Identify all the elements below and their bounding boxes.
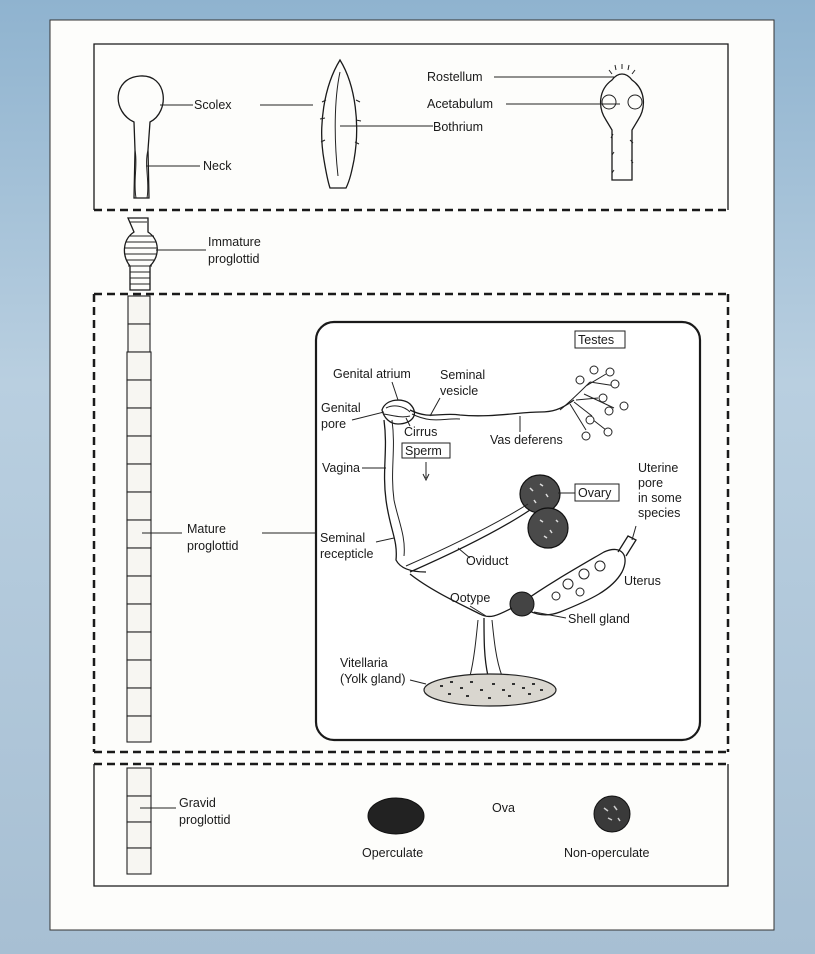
operculate-label: Operculate — [362, 846, 423, 860]
operculate-ovum — [368, 798, 424, 834]
shell-gland-drawing — [510, 592, 534, 616]
rostellum-label: Rostellum — [427, 70, 483, 84]
neck-label: Neck — [203, 159, 232, 173]
sperm-label: Sperm — [405, 444, 442, 458]
cirrus-label: Cirrus — [404, 425, 437, 439]
uterine-pore-label-2: pore — [638, 476, 663, 490]
seminal-vesicle-label-2: vesicle — [440, 384, 478, 398]
vitellaria-label-1: Vitellaria — [340, 656, 388, 670]
seminal-recepticle-label-2: recepticle — [320, 547, 374, 561]
genital-pore-label-1: Genital — [321, 401, 361, 415]
mature-strobila — [127, 296, 151, 742]
non-operculate-label: Non-operculate — [564, 846, 650, 860]
uterine-pore-label-1: Uterine — [638, 461, 678, 475]
gravid-label-1: Gravid — [179, 796, 216, 810]
seminal-recepticle-label-1: Seminal — [320, 531, 365, 545]
shell-gland-label: Shell gland — [568, 612, 630, 626]
testes-label: Testes — [578, 333, 614, 347]
uterine-pore-label-3: in some — [638, 491, 682, 505]
vitellaria-label-2: (Yolk gland) — [340, 672, 406, 686]
oviduct-label: Oviduct — [466, 554, 509, 568]
gravid-label-2: proglottid — [179, 813, 230, 827]
genital-pore-label-2: pore — [321, 417, 346, 431]
mature-label-2: proglottid — [187, 539, 238, 553]
vas-deferens-label: Vas deferens — [490, 433, 563, 447]
immature-label-2: proglottid — [208, 252, 259, 266]
gravid-strobila — [127, 768, 151, 874]
acetabulum-label: Acetabulum — [427, 97, 493, 111]
immature-label-1: Immature — [208, 235, 261, 249]
ootype-label: Ootype — [450, 591, 490, 605]
mature-label-1: Mature — [187, 522, 226, 536]
seminal-vesicle-label-1: Seminal — [440, 368, 485, 382]
non-operculate-ovum — [594, 796, 630, 832]
uterine-pore-label-4: species — [638, 506, 680, 520]
vagina-label: Vagina — [322, 461, 360, 475]
uterus-label: Uterus — [624, 574, 661, 588]
genital-atrium-label: Genital atrium — [333, 367, 411, 381]
vitellaria-drawing — [424, 674, 556, 706]
bothrium-label: Bothrium — [433, 120, 483, 134]
ova-label: Ova — [492, 801, 515, 815]
scolex-label: Scolex — [194, 98, 232, 112]
ovary-label: Ovary — [578, 486, 612, 500]
